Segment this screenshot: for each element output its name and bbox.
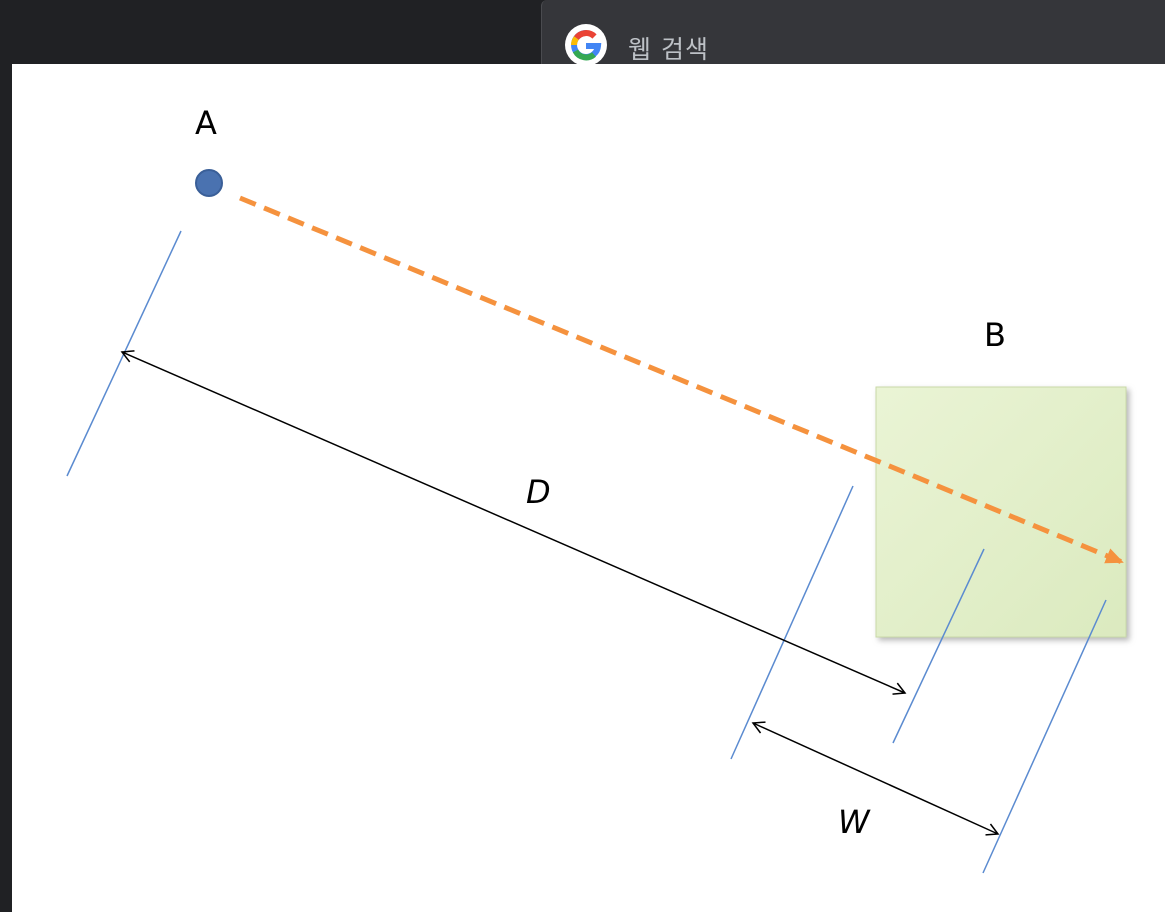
distance-d-arrow xyxy=(120,350,907,695)
width-w-arrow xyxy=(751,721,1000,836)
movement-path-arrow xyxy=(239,195,1124,565)
extension-line-target-center xyxy=(892,548,985,744)
point-a-label: A xyxy=(195,104,217,142)
distance-d-label: D xyxy=(526,473,551,511)
web-search-label[interactable]: 웹 검색 xyxy=(628,35,709,64)
left-frame-strip xyxy=(0,64,12,912)
width-w-label: W xyxy=(838,803,870,841)
extension-line-target-right xyxy=(982,599,1107,874)
google-g-icon[interactable] xyxy=(565,24,607,66)
point-a-dot xyxy=(195,169,223,197)
target-b-label: B xyxy=(984,316,1006,354)
extension-line-target-left xyxy=(730,485,854,760)
target-b-box xyxy=(875,386,1127,638)
web-search-tab[interactable] xyxy=(541,0,1165,64)
